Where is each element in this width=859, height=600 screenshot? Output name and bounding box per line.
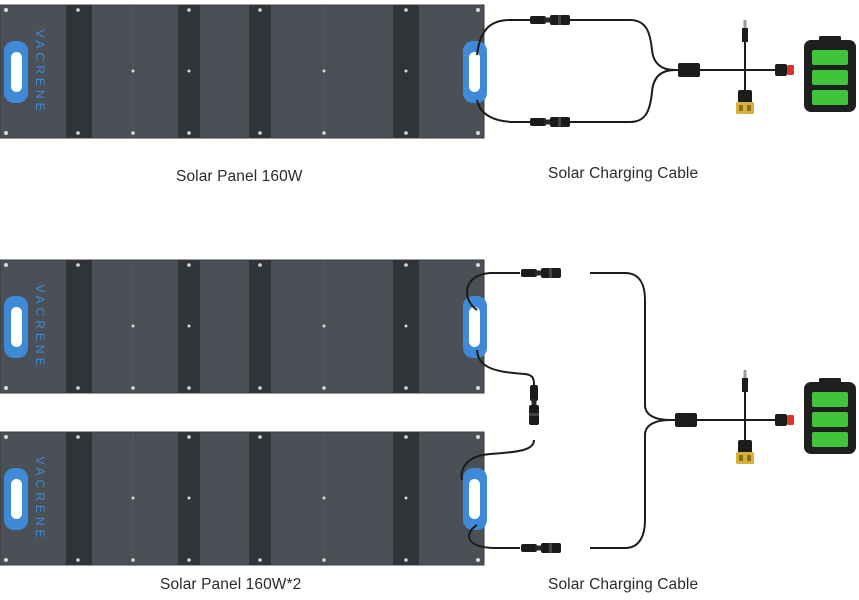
dc-plug-icon [735,19,795,115]
charging-cable [460,272,744,549]
y-splitter-icon [675,413,697,427]
brand-logo: VACRENE [33,456,47,541]
mc4-connector-icon [530,15,570,25]
mc4-connector-icon [530,117,570,127]
dual-panel-label: Solar Panel 160W*2 [160,576,302,593]
mc4-connector-icon [521,268,561,278]
solar-panel-icon [0,431,488,566]
brand-logo: VACRENE [33,29,47,114]
mc4-connector-icon [521,543,561,553]
charging-cable [476,19,744,123]
dc-plug-icon [735,369,795,465]
solar-panel-icon [0,4,488,139]
battery-icon [804,378,856,454]
single-panel-label: Solar Panel 160W [176,168,303,185]
dual-cable-label: Solar Charging Cable [548,576,699,593]
mc4-connector-icon [529,385,539,425]
single-panel-setup: VACRENE [0,4,856,139]
y-splitter-icon [678,63,700,77]
dual-panel-setup: VACRENE VACRENE [0,259,856,566]
brand-logo: VACRENE [33,284,47,369]
solar-panel-icon [0,259,488,394]
single-cable-label: Solar Charging Cable [548,165,699,182]
battery-icon [804,36,856,112]
